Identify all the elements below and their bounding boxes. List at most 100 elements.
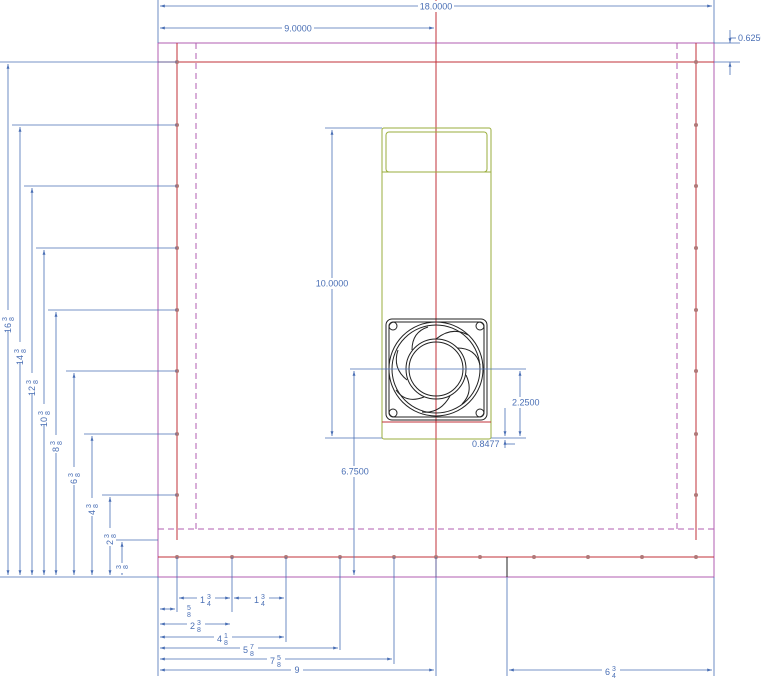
svg-text:8: 8	[250, 651, 254, 658]
svg-text:6: 6	[69, 479, 79, 484]
svg-text:3: 3	[612, 666, 616, 673]
svg-text:8: 8	[51, 447, 61, 452]
vertical-dim-label: 4 3 8	[86, 498, 100, 516]
svg-text:8: 8	[75, 473, 82, 477]
hole-lines	[158, 0, 714, 577]
svg-text:8: 8	[277, 662, 281, 669]
fan-screw-hole	[388, 408, 398, 418]
fan-screw-hole	[388, 321, 398, 331]
horizontal-dim-label: 4 1 8	[214, 631, 232, 647]
svg-text:3: 3	[68, 473, 75, 477]
svg-text:7: 7	[250, 644, 254, 651]
svg-text:3: 3	[207, 594, 211, 601]
svg-text:3: 3	[104, 534, 111, 538]
fan-offset-y-label: 2.2500	[512, 398, 540, 408]
svg-text:8: 8	[123, 565, 130, 569]
fan-screw-hole	[475, 321, 485, 331]
hole-marker	[532, 555, 536, 559]
hole-marker	[694, 246, 698, 250]
vertical-dim-label: 12 3 8	[26, 373, 40, 396]
top-offset-label: 0.6250	[738, 33, 761, 43]
hole-marker	[694, 369, 698, 373]
vertical-dim-label: 8 3 8	[50, 435, 64, 453]
vertical-dim-label: 3 8	[116, 563, 130, 573]
horizontal-dim-label: 2 3 8	[187, 618, 205, 634]
fan-dimensions	[325, 127, 526, 575]
svg-text:3: 3	[14, 349, 21, 353]
svg-text:3: 3	[261, 594, 265, 601]
fan-center-height-label: 6.7500	[341, 467, 369, 477]
svg-text:4: 4	[87, 510, 97, 515]
horizontal-dim-labels: 5 8 1 3 4 1 3 4 2 3 8 4 1 8 5	[182, 592, 620, 680]
svg-text:10: 10	[39, 417, 49, 427]
vertical-dim-label: 16 3 8	[2, 310, 16, 333]
fan-mount	[381, 127, 492, 440]
horizontal-dim-label: 5 8	[182, 603, 194, 619]
svg-text:5: 5	[277, 655, 281, 662]
svg-text:4: 4	[217, 634, 222, 644]
hole-marker	[694, 123, 698, 127]
mounting-holes	[175, 60, 698, 559]
svg-text:8: 8	[93, 504, 100, 508]
svg-text:8: 8	[57, 441, 64, 445]
half-width-label: 9.0000	[284, 24, 312, 34]
vertical-dim-labels: 16 3 8 14 3 8 12 3 8 10 3 8 8 3 8	[2, 310, 130, 573]
horizontal-dim-label: 1 3 4	[251, 592, 269, 608]
svg-text:9: 9	[294, 665, 299, 675]
hole-marker	[694, 555, 698, 559]
hole-marker	[478, 555, 482, 559]
svg-text:8: 8	[21, 349, 28, 353]
hole-marker	[694, 184, 698, 188]
svg-text:3: 3	[86, 504, 93, 508]
hole-marker	[694, 308, 698, 312]
overall-width-label: 18.0000	[420, 2, 453, 12]
horizontal-dim-label: 6 3 4	[602, 664, 620, 680]
hole-marker	[640, 555, 644, 559]
fan-frame	[385, 318, 488, 421]
vertical-dim-label: 6 3 8	[68, 467, 82, 485]
fan-mount-outline	[381, 127, 492, 440]
svg-text:8: 8	[9, 317, 16, 321]
fan-screw-hole	[475, 408, 485, 418]
svg-text:4: 4	[207, 601, 211, 608]
svg-text:4: 4	[261, 601, 265, 608]
svg-text:5: 5	[243, 645, 248, 655]
horizontal-dim-label: 9	[291, 664, 303, 675]
svg-text:14: 14	[15, 355, 25, 365]
svg-text:1: 1	[200, 595, 205, 605]
svg-text:12: 12	[27, 386, 37, 396]
svg-text:6: 6	[605, 667, 610, 677]
svg-text:8: 8	[45, 411, 52, 415]
svg-text:3: 3	[116, 565, 123, 569]
svg-text:8: 8	[187, 612, 191, 619]
svg-text:3: 3	[2, 317, 9, 321]
svg-text:3: 3	[197, 620, 201, 627]
svg-text:7: 7	[270, 656, 275, 666]
fan-blades	[395, 326, 481, 413]
bottom-horizontal-dimensions	[157, 557, 715, 676]
svg-text:8: 8	[111, 534, 118, 538]
svg-text:2: 2	[190, 621, 195, 631]
vertical-dim-label: 14 3 8	[14, 342, 28, 365]
vertical-dim-label: 10 3 8	[38, 404, 52, 427]
svg-text:8: 8	[197, 627, 201, 634]
svg-text:3: 3	[50, 441, 57, 445]
svg-text:1: 1	[224, 633, 228, 640]
svg-text:3: 3	[38, 411, 45, 415]
svg-text:4: 4	[612, 673, 616, 680]
hole-marker	[694, 432, 698, 436]
svg-text:3: 3	[26, 380, 33, 384]
horizontal-dim-label: 1 3 4	[197, 592, 215, 608]
fan-offset-x-label: 0.8477	[472, 439, 500, 449]
horizontal-dim-label: 7 5 8	[267, 653, 285, 669]
horizontal-dim-label: 5 7 8	[240, 642, 258, 658]
hole-marker	[586, 555, 590, 559]
svg-text:5: 5	[187, 605, 191, 612]
svg-text:8: 8	[224, 640, 228, 647]
svg-text:2: 2	[105, 540, 115, 545]
hole-marker	[694, 60, 698, 64]
svg-text:8: 8	[33, 380, 40, 384]
hole-marker	[694, 493, 698, 497]
mount-height-label: 10.0000	[316, 279, 349, 289]
